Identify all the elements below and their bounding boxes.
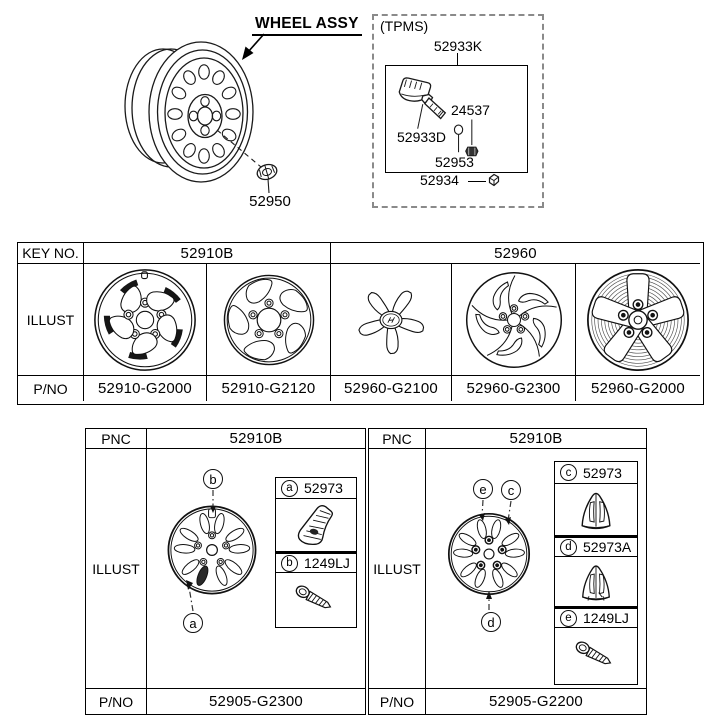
part-number-cell: 52960-G2100 [331,376,452,401]
legend-part-number: 1249LJ [583,610,629,626]
legend-header: e 1249LJ [555,607,637,628]
legend-illust-cell [555,557,637,607]
illust-row-label: ILLUST [18,264,84,376]
pno-row-label: P/NO [369,689,426,714]
leader-line [468,181,486,182]
key-number-table: KEY NO. 52910B 52960 ILLUST [17,242,704,405]
legend-letter: d [560,538,577,556]
alloy-wheel-y-spoke-icon [447,512,531,596]
callout-marker: d [481,612,501,632]
tpms-title: (TPMS) [380,18,429,34]
key-group-header: 52960 [331,243,700,264]
wheel-illustration-cell [576,264,700,376]
lug-nut-icon [256,163,278,181]
alloy-wheel-split-spoke-icon [167,505,257,595]
callout-marker: b [203,469,223,489]
pnc-table-1: PNC 52910B ILLUST [85,428,366,715]
wheel-illustration-cell [84,264,207,376]
lug-nut-part-label: 52950 [249,193,291,210]
legend-table: c 52973 d 52973A [554,461,638,685]
part-number-cell: 52910-G2000 [84,376,207,401]
spider-center-cap-icon [358,290,425,354]
tpms-kit-part-label: 52933K [433,38,483,54]
part-number-cell: 52910-G2120 [207,376,331,401]
alloy-wheel-blade-5-spoke-icon [223,274,314,365]
legend-part-number: 52973 [583,464,622,481]
illust-row-label: ILLUST [86,449,147,689]
wheel-cap-clip-icon [582,564,610,601]
callout-marker: c [501,480,521,500]
pno-row-label: P/NO [86,689,147,714]
tpms-cap-part-label: 52934 [420,172,459,188]
legend-letter: b [281,554,298,572]
tpms-valve-part-label: 52933D [397,129,447,145]
wheel-illustration-cell [207,264,331,376]
wheel-cover-turbine-icon [465,271,562,368]
alloy-wheel-twin-5-spoke-icon [94,268,196,371]
legend-letter: e [560,609,577,627]
tpms-group: (TPMS) 52933K [372,14,544,208]
spoke-insert-icon [297,504,334,546]
legend-illust-cell [276,573,356,627]
legend-header: b 1249LJ [276,552,356,573]
legend-letter: a [281,479,298,497]
wheel-assy-label: WHEEL ASSY [252,15,362,36]
screw-icon [575,641,612,665]
legend-table: a 52973 b 1249LJ [275,477,357,628]
pnc-header-label: PNC [86,429,147,449]
legend-part-number: 52973 [304,480,343,496]
pnc-illust-cell: b a a 52973 b [147,449,365,689]
wheel-illustration-cell [331,264,452,376]
wheel-cover-5-spoke-icon [587,268,689,371]
pnc-header-label: PNC [369,429,426,449]
key-group-header: 52910B [84,243,331,264]
legend-header: c 52973 [555,462,637,484]
valve-cap-icon [488,173,500,187]
part-number-cell: 52960-G2000 [591,380,685,397]
part-number-cell: 52960-G2300 [452,376,576,401]
pno-value: 52905-G2200 [489,693,583,710]
tpms-sensor-box: 24537 52933D 52953 [385,65,528,173]
illust-row-label: ILLUST [369,449,426,689]
tpms-nut-part-label: 24537 [451,102,490,118]
tpms-seal-part-label: 52953 [435,154,474,170]
wheel-illustration-cell [452,264,576,376]
pno-value: 52905-G2300 [209,693,303,710]
callout-marker: a [183,613,203,633]
legend-illust-cell [555,484,637,536]
pnc-value: 52910B [426,429,646,449]
steel-wheel-illustration [124,41,278,194]
legend-illust-cell [555,628,637,684]
callout-marker: e [473,479,493,499]
legend-illust-cell [276,499,356,552]
pnc-value: 52910B [147,429,365,449]
pnc-table-2: PNC 52910B ILLUST [368,428,647,715]
wheel-assy-arrow-icon [242,33,265,60]
legend-header: a 52973 [276,478,356,499]
pnc-illust-cell: e c d c 52973 [426,449,646,689]
legend-letter: c [560,464,577,481]
pno-row-label: P/NO [18,376,84,401]
key-no-header: KEY NO. [18,243,84,264]
legend-part-number: 52973A [583,539,632,555]
screw-icon [295,585,332,609]
legend-part-number: 1249LJ [304,555,350,571]
wheel-cap-clip-icon [581,492,611,529]
leader-line [457,53,458,66]
legend-header: d 52973A [555,536,637,557]
